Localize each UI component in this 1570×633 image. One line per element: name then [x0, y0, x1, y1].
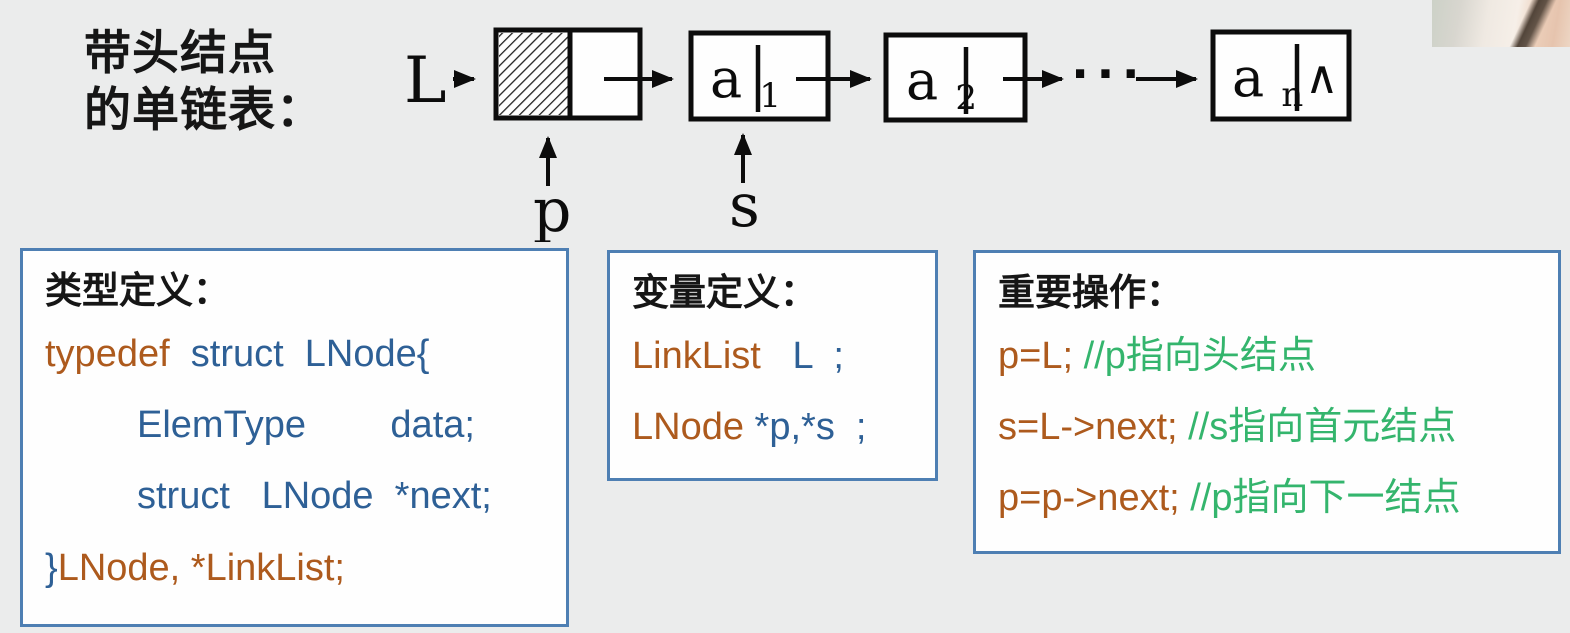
null-pointer-symbol: ∧	[1305, 51, 1339, 103]
code-line: p=p->next; //p指向下一结点	[998, 463, 1536, 534]
node-a1-subscript: 1	[759, 76, 781, 116]
linked-list-diagram: L a 1 a 2 ··· a n ∧ p s	[404, 27, 1352, 242]
pointer-s-label: s	[729, 171, 760, 241]
node-an: a n ∧	[1210, 29, 1352, 122]
code-line: LNode *p,*s ;	[632, 392, 913, 463]
code-token: ElemType data;	[137, 403, 475, 446]
important-operations-heading: 重要操作：	[998, 272, 1183, 313]
webcam-overlay	[1432, 0, 1570, 47]
head-node	[493, 27, 643, 121]
type-definition-heading: 类型定义：	[45, 270, 230, 311]
list-head-pointer-label: L	[404, 44, 447, 118]
variable-definition-heading: 变量定义：	[632, 272, 817, 313]
code-token: *p,*s ;	[754, 405, 867, 448]
code-line: }LNode, *LinkList;	[45, 533, 544, 604]
caption-line-1: 带头结点	[84, 26, 276, 79]
code-token: //p指向下一结点	[1190, 477, 1461, 520]
code-token: typedef	[45, 332, 181, 375]
variable-definition-panel: 变量定义： LinkList L ;LNode *p,*s ;	[607, 250, 938, 481]
code-token: s=L->next;	[998, 405, 1189, 448]
code-token: //s指向首元结点	[1188, 405, 1457, 448]
variable-definition-code: LinkList L ;LNode *p,*s ;	[632, 321, 913, 464]
code-line: ElemType data;	[45, 390, 544, 461]
code-line: s=L->next; //s指向首元结点	[998, 392, 1536, 463]
type-definition-panel: 类型定义： typedef struct LNode{ ElemType data…	[20, 248, 569, 627]
node-an-subscript: n	[1281, 75, 1303, 115]
code-line: typedef struct LNode{	[45, 319, 544, 390]
node-a1-label: a	[710, 47, 742, 110]
code-token: p=L;	[998, 334, 1084, 377]
ellipsis-dots: ···	[1072, 41, 1148, 106]
slide-caption: 带头结点 的单链表：	[84, 24, 324, 139]
node-a2: a 2	[883, 32, 1028, 123]
svg-text:a 1: a 1	[710, 47, 781, 116]
code-line: LinkList L ;	[632, 321, 913, 392]
node-an-label: a	[1232, 46, 1264, 109]
pointer-p-label: p	[533, 176, 571, 242]
code-token: struct LNode{	[180, 332, 430, 375]
svg-text:a 2: a 2	[906, 49, 977, 118]
node-a1: a 1	[688, 30, 831, 122]
type-definition-code: typedef struct LNode{ ElemType data; struc…	[45, 319, 544, 605]
code-token: LinkList	[632, 334, 793, 377]
caption-line-2: 的单链表：	[84, 83, 324, 137]
code-token: LNode, *LinkList;	[57, 546, 345, 589]
code-line: p=L; //p指向头结点	[998, 321, 1536, 392]
head-node-data-field-hatched	[499, 33, 568, 115]
code-line: struct LNode *next;	[45, 461, 544, 532]
code-token: LNode	[632, 405, 755, 448]
code-token: //p指向头结点	[1083, 334, 1316, 377]
code-token: L ;	[792, 334, 844, 377]
code-token: }	[45, 546, 58, 589]
code-token: p=p->next;	[998, 477, 1191, 520]
code-token: struct LNode *next;	[137, 475, 492, 518]
node-a2-label: a	[906, 49, 938, 112]
